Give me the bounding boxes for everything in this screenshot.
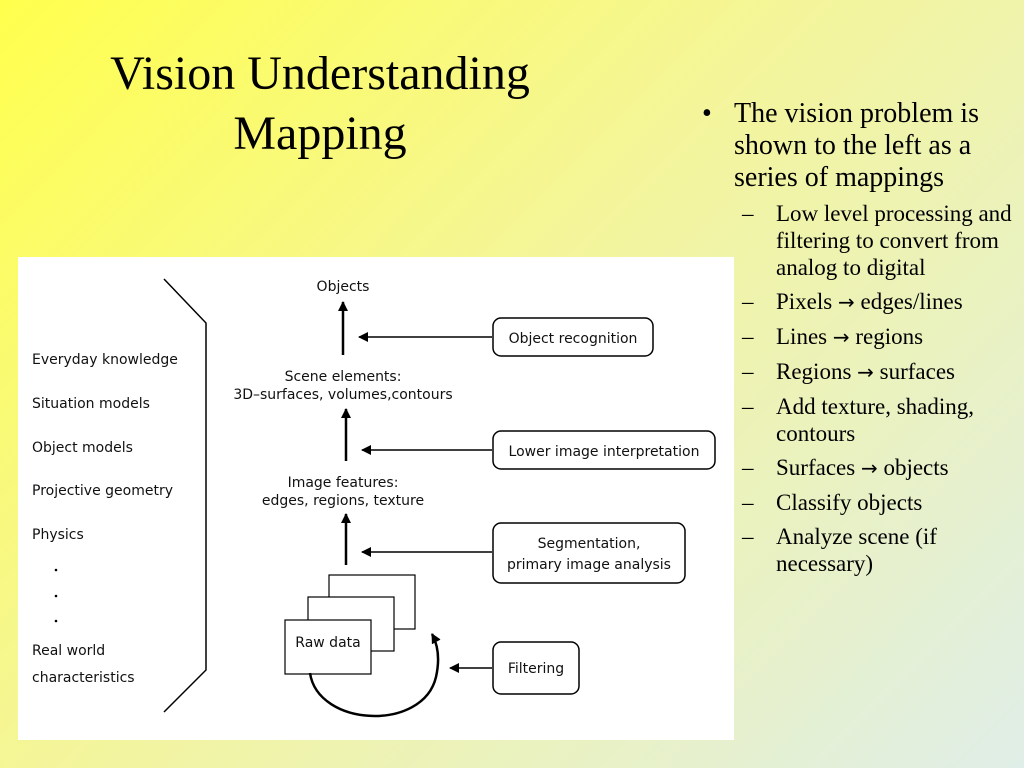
sub-bullet: –Regions → surfaces: [698, 358, 1018, 386]
sub-bullet: –Pixels → edges/lines: [698, 288, 1018, 316]
sub-bullet: –Analyze scene (if necessary): [698, 523, 1018, 577]
sub-bullet: –Classify objects: [698, 489, 1018, 516]
title-line-1: Vision Understanding: [110, 47, 530, 100]
sub-bullet-text: Add texture, shading, contours: [776, 394, 975, 446]
process-label: Lower image interpretation: [509, 444, 700, 460]
sub-bullet: –Low level processing and filtering to c…: [698, 200, 1018, 281]
diagram-canvas: Everyday knowledge Situation models Obje…: [32, 278, 716, 718]
sub-bullet-text: Low level processing and filtering to co…: [776, 201, 1012, 280]
knowledge-brace: [163, 278, 207, 713]
ellipsis-dot: [54, 619, 58, 623]
dash-icon: –: [742, 490, 754, 515]
sub-bullet-text: Classify objects: [776, 490, 923, 515]
knowledge-label: Object models: [32, 440, 133, 456]
raw-data-box: [284, 619, 372, 675]
raw-data-label: Raw data: [295, 635, 360, 651]
level-features-detail: edges, regions, texture: [262, 493, 424, 509]
knowledge-label: Everyday knowledge: [32, 352, 178, 368]
sub-bullet-text: Analyze scene (if necessary): [776, 524, 937, 576]
sub-bullet-pre: Pixels: [776, 289, 833, 314]
process-label: Filtering: [508, 661, 564, 677]
sub-bullet-post: objects: [883, 455, 949, 480]
sub-bullet: –Surfaces → objects: [698, 454, 1018, 482]
dash-icon: –: [742, 394, 754, 419]
process-label: primary image analysis: [507, 557, 671, 573]
sub-bullet-post: surfaces: [879, 359, 956, 384]
level-objects: Objects: [317, 279, 370, 295]
dash-icon: –: [742, 524, 754, 549]
process-box-object-recognition: [492, 317, 654, 357]
sub-bullet-post: edges/lines: [860, 289, 963, 314]
level-features-title: Image features:: [288, 475, 399, 491]
sub-bullet: –Lines → regions: [698, 323, 1018, 351]
knowledge-label: Situation models: [32, 396, 150, 412]
dash-icon: –: [742, 455, 754, 480]
knowledge-label: Physics: [32, 527, 84, 543]
sub-bullet-pre: Lines: [776, 324, 828, 349]
sub-bullet-pre: Regions: [776, 359, 852, 384]
feedback-loop-arrow: [308, 633, 441, 718]
sub-bullet-list: –Low level processing and filtering to c…: [698, 200, 1018, 577]
vision-mapping-diagram: Everyday knowledge Situation models Obje…: [18, 257, 734, 740]
right-arrow-icon: →: [857, 360, 874, 384]
right-arrow-icon: →: [837, 290, 855, 314]
process-box-filtering: [492, 641, 580, 695]
knowledge-label: Real world: [32, 643, 105, 659]
process-box-segmentation: [492, 522, 686, 584]
process-box-lower-interpretation: [492, 430, 716, 470]
sub-bullet: –Add texture, shading, contours: [698, 393, 1018, 447]
process-label: Object recognition: [509, 331, 638, 347]
dash-icon: –: [742, 201, 754, 226]
title-line-2: Mapping: [233, 107, 407, 160]
dash-icon: –: [742, 289, 754, 314]
ellipsis-dot: [54, 568, 58, 572]
level-scene-title: Scene elements:: [285, 369, 402, 385]
right-arrow-icon: →: [860, 456, 878, 480]
right-arrow-icon: →: [832, 325, 850, 349]
ellipsis-dot: [54, 594, 58, 598]
dash-icon: –: [742, 359, 754, 384]
main-bullet-text: The vision problem is shown to the left …: [734, 98, 979, 193]
main-bullet: • The vision problem is shown to the lef…: [698, 98, 1018, 194]
process-label: Segmentation,: [538, 536, 641, 552]
slide-title: Vision Understanding Mapping: [40, 44, 600, 164]
knowledge-label: characteristics: [32, 670, 135, 686]
dash-icon: –: [742, 324, 754, 349]
level-scene-detail: 3D–surfaces, volumes,contours: [233, 387, 452, 403]
bullet-dot-icon: •: [702, 98, 712, 129]
sub-bullet-post: regions: [855, 324, 924, 349]
knowledge-label: Projective geometry: [32, 483, 173, 499]
sub-bullet-pre: Surfaces: [776, 455, 856, 480]
bullet-list: • The vision problem is shown to the lef…: [698, 98, 1018, 584]
